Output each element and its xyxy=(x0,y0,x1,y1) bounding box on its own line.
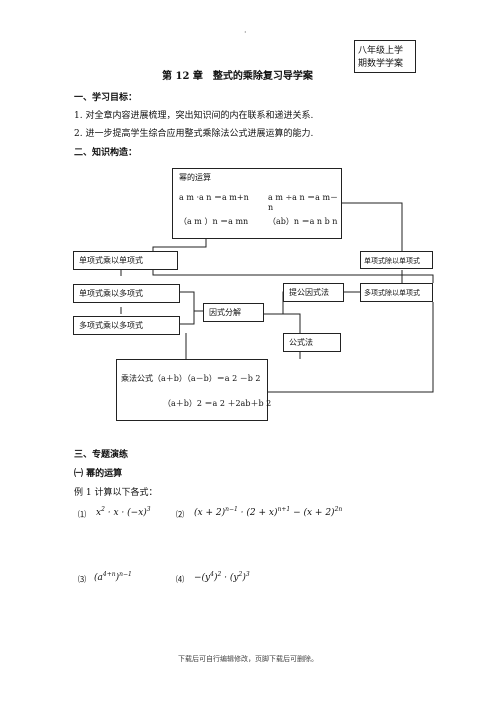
grade-tag-line1: 八年级上学 xyxy=(358,46,404,56)
power-rule-quotient: a m ÷a n ＝a m－n xyxy=(268,193,339,212)
box-formula-method: 公式法 xyxy=(283,333,341,352)
box-multiplication-formulas: 乘法公式（a＋b）（a－b）＝a 2 －b 2 （a＋b）2 ＝a 2 ＋2ab… xyxy=(116,359,272,421)
power-rules-title: 幂的运算 xyxy=(179,173,211,182)
box-poly-div-mono: 多项式除以单项式 xyxy=(360,283,433,302)
problem-3-expression: (a4+n)n−1 xyxy=(94,571,132,583)
box-mono-div-mono: 单项式除以单项式 xyxy=(360,251,433,269)
page-footer-note: 下载后可自行编辑修改，页脚下载后可删除。 xyxy=(178,655,318,663)
goal-2: 2. 进一步提高学生综合应用整式乘除法公式进展运算的能力. xyxy=(74,129,314,139)
problem-4-expression: −(y4)2 · (y2)3 xyxy=(194,571,250,583)
problem-4-number: ⑷ xyxy=(176,575,184,584)
formula-difference-of-squares: 乘法公式（a＋b）（a－b）＝a 2 －b 2 xyxy=(121,374,261,383)
problem-2-expression: (x + 2)n−1 · (2 + x)n+1 − (x + 2)2n xyxy=(194,506,343,518)
grade-tag-line2: 期数学学案 xyxy=(358,59,404,69)
problem-3-number: ⑶ xyxy=(78,575,86,584)
problem-1-expression: x2 · x · (−x)3 xyxy=(96,506,151,518)
box-common-factor: 提公因式法 xyxy=(283,283,344,302)
section-heading-structure: 二、知识构造： xyxy=(74,148,138,158)
power-rules-box: 幂的运算 a m ·a n ＝a m+n a m ÷a n ＝a m－n （a … xyxy=(172,168,342,239)
box-poly-times-poly: 多项式乘以多项式 xyxy=(73,316,180,335)
grade-tag-box: 八年级上学 期数学学案 xyxy=(354,40,416,73)
subsection-power-operations: ㈠ 幂的运算 xyxy=(74,469,123,479)
example-1-prompt: 例 1 计算以下各式： xyxy=(74,488,158,498)
box-factorization: 因式分解 xyxy=(203,303,264,322)
section-heading-practice: 三、专题演练 xyxy=(74,450,129,460)
page-title: 第 12 章 整式的乘除复习导学案 xyxy=(162,71,313,82)
power-rule-product-power: （ab）n ＝a n b n xyxy=(268,217,338,226)
problem-1-number: ⑴ xyxy=(78,510,86,519)
box-mono-times-mono: 单项式乘以单项式 xyxy=(73,251,178,270)
problem-2-number: ⑵ xyxy=(176,510,184,519)
power-rule-product: a m ·a n ＝a m+n xyxy=(179,193,249,202)
top-dot: · xyxy=(244,28,247,37)
goal-1: 1. 对全章内容进展梳理，突出知识间的内在联系和递进关系. xyxy=(74,111,314,121)
box-mono-times-poly: 单项式乘以多项式 xyxy=(73,284,180,303)
power-rule-power: （a m ）n ＝a mn xyxy=(179,217,249,226)
section-heading-goals: 一、学习目标： xyxy=(74,93,138,103)
formula-perfect-square: （a＋b）2 ＝a 2 ＋2ab＋b 2 xyxy=(163,399,272,408)
